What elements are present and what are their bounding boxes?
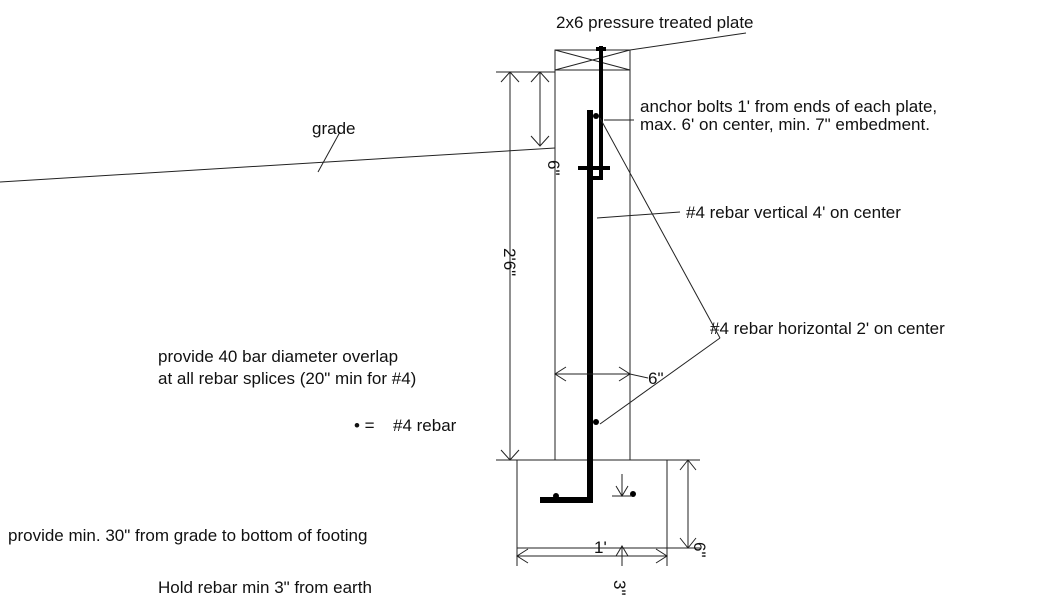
dim-cover-label: 3": [610, 580, 629, 596]
dim-wall-height-arrow-down: [500, 449, 520, 461]
dim-footing-width-arrow-right: [655, 548, 668, 564]
dim-wall-width-label: 6": [648, 369, 664, 388]
dim-cover-arrow: [615, 545, 629, 557]
horizontal-rebar-dot-mid: [593, 419, 599, 425]
horizontal-rebar-leader-bottom: [599, 337, 721, 425]
plate-leader: [629, 32, 747, 51]
dim-wall-width-leader: [629, 373, 649, 379]
footing-rebar-dot-left: [553, 493, 559, 499]
rebar-legend-symbol: • =: [354, 416, 375, 435]
sill-plate: [554, 49, 631, 71]
grade-line: [0, 147, 556, 183]
dim-footing-height-arrow-up: [679, 459, 697, 471]
dim-footing-width-arrow-left: [516, 548, 529, 564]
dim-footing-height-arrow-down: [679, 537, 697, 549]
dim-wall-height-arrow-up: [500, 71, 520, 83]
earth-cover-note: Hold rebar min 3" from earth: [158, 578, 372, 597]
vertical-rebar-leader: [596, 211, 681, 219]
dim-wall-height-label: 2'6": [500, 248, 519, 276]
overlap-note-line1: provide 40 bar diameter overlap: [158, 347, 398, 366]
plate-label: 2x6 pressure treated plate: [556, 13, 754, 32]
dim-top-embed-label: 6": [544, 160, 563, 176]
horizontal-rebar-dot-top: [593, 113, 599, 119]
grade-leader: [317, 131, 341, 173]
min-depth-note: provide min. 30" from grade to bottom of…: [8, 526, 367, 545]
dim-footing-width-label: 1': [594, 538, 607, 557]
grade-label: grade: [312, 119, 355, 138]
anchor-label-line2: max. 6' on center, min. 7" embedment.: [640, 115, 930, 134]
overlap-note-line2: at all rebar splices (20" min for #4): [158, 369, 416, 388]
dim-top-embed-arrow-down: [530, 135, 550, 147]
anchor-label-line1: anchor bolts 1' from ends of each plate,: [640, 97, 937, 116]
vertical-rebar-label: #4 rebar vertical 4' on center: [686, 203, 901, 222]
dim-wall-width-arrow-left: [554, 366, 567, 382]
rebar-legend-text: #4 rebar: [393, 416, 457, 435]
dim-footing-height-label: 6": [690, 542, 709, 558]
horizontal-rebar-leader-top: [599, 117, 721, 339]
horizontal-rebar-label: #4 rebar horizontal 2' on center: [710, 319, 945, 338]
sill-plate-cross-b: [554, 49, 631, 71]
